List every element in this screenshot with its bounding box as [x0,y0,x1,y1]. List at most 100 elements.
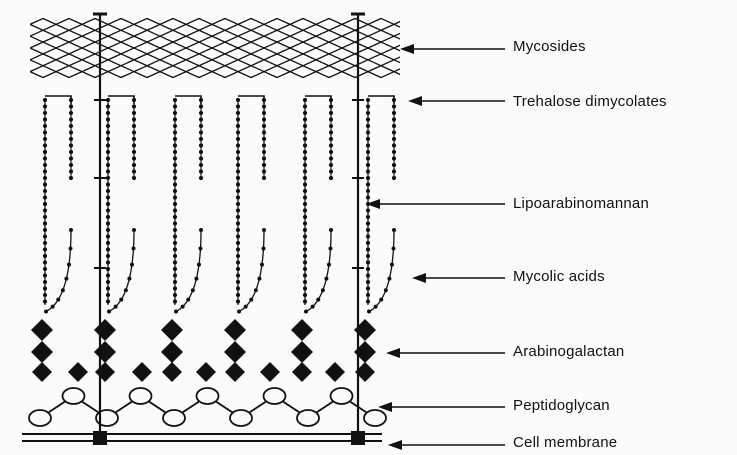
chain-bead [44,309,48,313]
peptidoglycan-ring [29,410,51,426]
peptidoglycan-ring [230,410,252,426]
chain-bead [384,288,388,292]
pointer-arrowhead [388,440,402,450]
chain-bead [244,305,248,309]
chain-bead [367,309,371,313]
pointer-arrowhead [386,348,400,358]
chain-bead [327,263,331,267]
pointer-arrowhead [412,273,426,283]
label-lipoarabinomannan: Lipoarabinomannan [513,195,649,213]
membrane-anchor [351,431,365,445]
chain-bead [328,246,332,250]
label-mycosides: Mycosides [513,38,586,56]
arabinogalactan-diamond [94,319,116,341]
chain-bead [379,298,383,302]
pointer-arrowhead [400,44,414,54]
arabinogalactan-diamond [260,362,280,382]
peptidoglycan-ring [130,388,152,404]
chain-bead [61,288,65,292]
arabinogalactan-diamond [224,341,246,363]
label-arabinogalactan: Arabinogalactan [513,343,624,361]
arabinogalactan-diamond [224,319,246,341]
arabinogalactan-diamonds [31,319,376,382]
chain-bead [191,288,195,292]
trehalose-hook [108,96,134,104]
pointer-arrowhead [408,96,422,106]
chain-bead [64,277,68,281]
arabinogalactan-diamond [292,362,312,382]
chain-bead [114,305,118,309]
chain-bead [329,228,333,232]
chain-bead [181,305,185,309]
cell-membrane-lines [22,434,382,441]
peptidoglycan-ring [264,388,286,404]
chain-bead [199,228,203,232]
arabinogalactan-diamond [94,341,116,363]
arabinogalactan-diamond [132,362,152,382]
chain-bead [374,305,378,309]
chain-bead [174,309,178,313]
chain-bead [257,277,261,281]
peptidoglycan-ring [197,388,219,404]
chain-bead [261,246,265,250]
mycolic-acid-chains [43,98,396,314]
chain-bead [321,288,325,292]
chain-bead [387,277,391,281]
chain-bead [67,263,71,267]
arabinogalactan-diamond [32,362,52,382]
arabinogalactan-diamond [291,319,313,341]
peptidoglycan-ring [364,410,386,426]
chain-bead [392,228,396,232]
chain-bead [316,298,320,302]
peptidoglycan-ring-chain [29,388,386,426]
arabinogalactan-diamond [291,341,313,363]
label-mycolic-acids: Mycolic acids [513,268,605,286]
chain-bead [198,246,202,250]
chain-bead [391,246,395,250]
chain-bead [131,246,135,250]
arabinogalactan-diamond [161,319,183,341]
chain-bead [390,263,394,267]
chain-bead [304,309,308,313]
arabinogalactan-diamond [162,362,182,382]
arabinogalactan-diamond [31,341,53,363]
chain-bead [194,277,198,281]
peptidoglycan-ring [331,388,353,404]
trehalose-dimycolate-chains [45,96,396,180]
chain-bead [132,228,136,232]
mycoside-mesh [0,18,737,78]
arabinogalactan-diamond [68,362,88,382]
chain-bead [237,309,241,313]
chain-bead [186,298,190,302]
label-cell-membrane: Cell membrane [513,434,617,452]
chain-bead [69,228,73,232]
arabinogalactan-diamond [161,341,183,363]
trehalose-hook [175,96,201,104]
arabinogalactan-diamond [31,319,53,341]
chain-bead [119,298,123,302]
chain-bead [324,277,328,281]
peptidoglycan-ring [297,410,319,426]
chain-bead [249,298,253,302]
membrane-anchor [93,431,107,445]
label-peptidoglycan: Peptidoglycan [513,397,610,415]
arabinogalactan-diamond [325,362,345,382]
label-trehalose-dimycolates: Trehalose dimycolates [513,93,667,111]
trehalose-hook [45,96,71,104]
arabinogalactan-diamond [95,362,115,382]
chain-bead [130,263,134,267]
trehalose-hook [305,96,331,104]
trehalose-hook [368,96,394,104]
chain-bead [197,263,201,267]
chain-bead [127,277,131,281]
peptidoglycan-ring [63,388,85,404]
peptidoglycan-ring [163,410,185,426]
mesh-lines [0,18,737,78]
chain-bead [262,228,266,232]
chain-bead [51,305,55,309]
chain-bead [254,288,258,292]
chain-bead [56,298,60,302]
arabinogalactan-diamond [225,362,245,382]
